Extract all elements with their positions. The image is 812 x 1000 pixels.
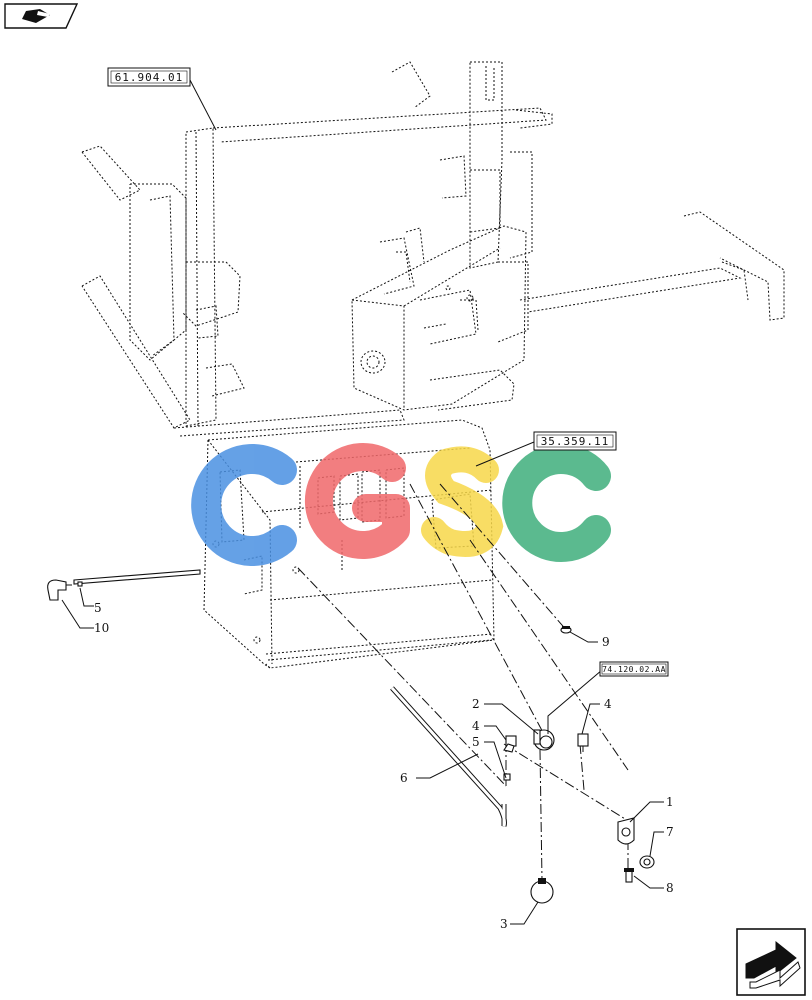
part-4-upper-fitting[interactable]: [503, 735, 517, 753]
part-5-center-clamp[interactable]: [503, 773, 511, 781]
label-part-4-right: 4: [604, 697, 612, 711]
part-number-labels: 5 10 9 2 4 5 4 6 1 7 8 3: [94, 601, 674, 931]
ref-housing-label: 35.359.11: [541, 435, 610, 448]
ref-frame-label: 61.904.01: [115, 71, 184, 84]
watermark-letter-c2: [502, 444, 611, 562]
label-part-4-upper: 4: [472, 719, 480, 733]
label-part-1: 1: [666, 795, 674, 809]
book-back-icon[interactable]: [4, 3, 78, 29]
leader-lines: [61, 79, 664, 925]
ref-box-valve[interactable]: 74.120.02.AA: [599, 661, 669, 677]
part-9-plug[interactable]: [560, 626, 572, 634]
label-part-10: 10: [94, 621, 109, 635]
label-part-7: 7: [666, 825, 674, 839]
part-2-valve[interactable]: [533, 729, 555, 751]
watermark-letter-c1: [191, 444, 297, 566]
frame-assembly: [81, 61, 785, 437]
label-part-5-left: 5: [94, 601, 102, 615]
part-6-tube[interactable]: [390, 686, 507, 827]
ref-box-frame[interactable]: 61.904.01: [107, 67, 191, 87]
ref-valve-label: 74.120.02.AA: [602, 665, 666, 674]
watermark-letter-g: [304, 443, 410, 559]
part-4-right-fitting[interactable]: [577, 733, 589, 752]
part-5-left-clamp[interactable]: [77, 581, 83, 587]
next-page-arrow-icon[interactable]: [736, 928, 806, 996]
part-7-washer[interactable]: [639, 855, 655, 869]
label-part-9: 9: [602, 635, 610, 649]
label-part-3: 3: [500, 917, 508, 931]
watermark-letter-s: [421, 446, 504, 557]
part-10-elbow[interactable]: [47, 579, 72, 601]
part-8-bolt[interactable]: [624, 868, 634, 883]
label-part-8: 8: [666, 881, 674, 895]
assembly-lines: [297, 483, 631, 881]
label-part-2: 2: [472, 697, 480, 711]
label-part-6: 6: [400, 771, 408, 785]
part-3-gauge[interactable]: [530, 878, 554, 904]
part-1-bracket[interactable]: [617, 817, 635, 845]
watermark-logo: [191, 443, 611, 566]
ref-box-housing[interactable]: 35.359.11: [533, 431, 617, 451]
label-part-5-center: 5: [472, 735, 480, 749]
